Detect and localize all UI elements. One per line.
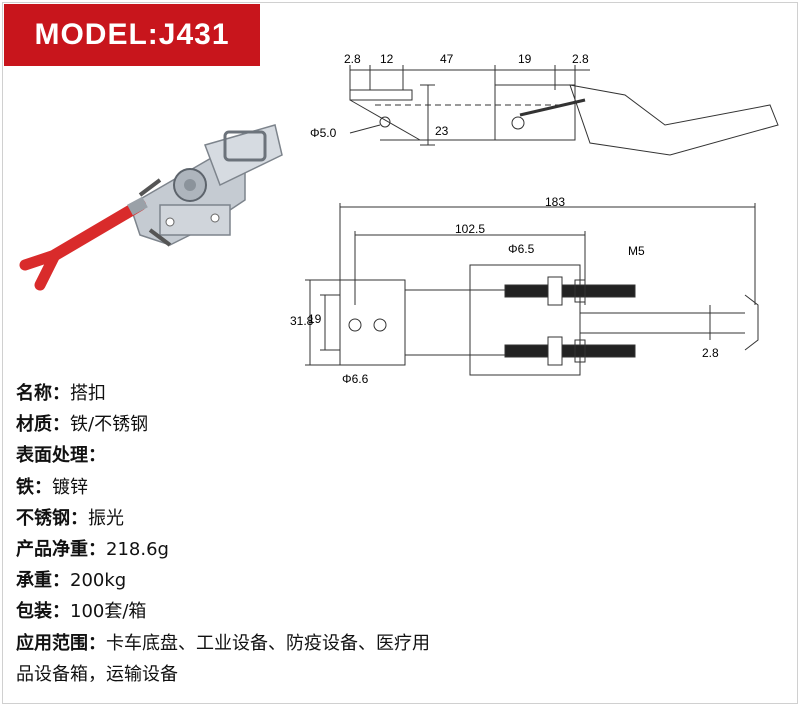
dim-label: Φ6.5 [508,242,535,256]
spec-value: 218.6g [106,539,169,561]
spec-sep: ： [52,570,70,592]
dim-label: 47 [440,52,454,66]
spec-row: 应用范围：卡车底盘、工业设备、防疫设备、医疗用品设备箱，运输设备 [16,628,436,690]
spec-list: 名称：搭扣 材质：铁/不锈钢 表面处理： 铁：镀锌 不锈钢：振光 产品净重：21… [16,378,436,690]
spec-value: 100套/箱 [70,601,147,623]
spec-label: 产品净重 [16,539,88,561]
dim-label: 2.8 [344,52,361,66]
dim-label: M5 [628,244,645,258]
model-banner: MODEL:J431 [4,4,260,66]
spec-row: 表面处理： [16,440,436,471]
spec-row: 包装：100套/箱 [16,596,436,627]
spec-value: 振光 [88,507,124,529]
spec-row: 名称：搭扣 [16,378,436,409]
spec-row: 铁：镀锌 [16,472,436,503]
dim-label: 12 [380,52,394,66]
spec-sep: ： [88,445,106,467]
dim-label: 19 [518,52,532,66]
spec-label: 名称 [16,383,52,404]
spec-row: 材质：铁/不锈钢 [16,409,436,440]
dim-label: 2.8 [702,346,719,360]
handle [19,196,148,291]
spec-sep: ： [52,601,70,623]
spec-sep: ： [88,632,106,654]
spec-sep: ： [52,414,70,436]
spec-value: 卡车底盘、工业设备、防疫设备、医疗用品设备箱，运输设备 [16,632,430,685]
side-view-drawing: 2.8 12 47 19 2.8 Φ5.0 23 [310,52,779,156]
spec-label: 铁 [16,476,34,498]
spec-row: 不锈钢：振光 [16,503,436,534]
spec-sep: ： [88,539,106,561]
dim-label: 2.8 [572,52,589,66]
spec-label: 包装 [16,601,52,623]
spec-value: 200kg [70,570,127,592]
product-photo [19,124,283,291]
spec-value: 铁/不锈钢 [70,414,149,436]
dim-label: 19 [308,312,322,326]
dim-label: 183 [545,195,565,209]
spec-sep: ： [34,476,52,498]
dim-label: Φ5.0 [310,126,337,140]
spec-row: 承重：200kg [16,565,436,596]
spec-value: 镀锌 [52,476,88,498]
spec-label: 应用范围 [16,632,88,654]
latch-body [129,124,283,247]
plan-view-drawing: 183 102.5 Φ6.5 M5 31.8 19 Φ6.6 2.8 [290,195,759,386]
spec-label: 承重 [16,570,52,592]
spec-label: 不锈钢 [16,507,70,529]
dim-label: 31.8 [290,314,314,328]
spec-label: 材质 [16,414,52,436]
dim-label: 23 [435,124,449,138]
dim-label: Φ6.6 [342,372,369,386]
spec-sep: ： [70,507,88,529]
spec-value: 搭扣 [70,383,106,404]
spec-row: 产品净重：218.6g [16,534,436,565]
spec-label: 表面处理 [16,445,88,467]
spec-sep: ： [52,383,70,404]
dim-label: 102.5 [455,222,485,236]
